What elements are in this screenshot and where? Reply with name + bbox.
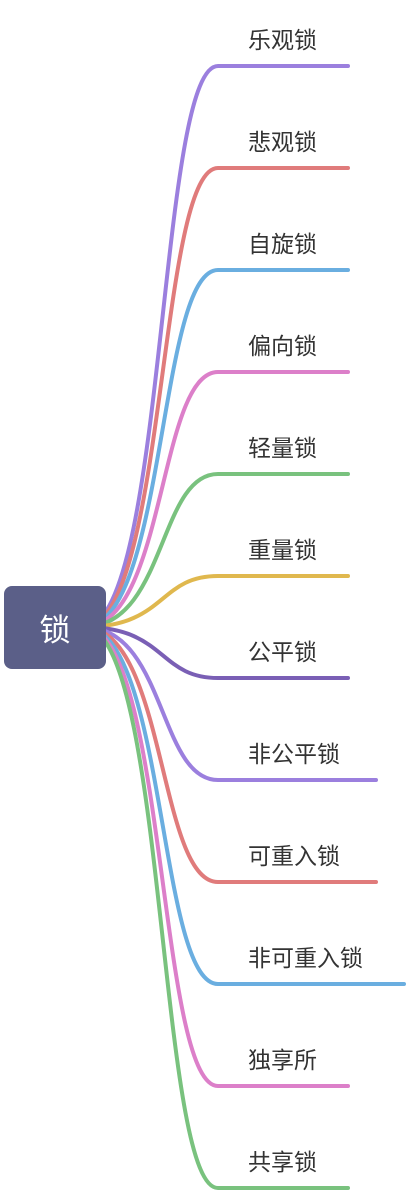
branch-connector-7 — [82, 625, 378, 782]
branch-label-optimistic-lock[interactable]: 乐观锁 — [248, 28, 317, 54]
branch-connector-10 — [82, 625, 350, 1088]
branch-connector-6 — [82, 625, 350, 680]
branch-label-spin-lock[interactable]: 自旋锁 — [248, 232, 317, 258]
branch-label-non-reentrant-lock[interactable]: 非可重入锁 — [248, 946, 363, 972]
branch-label-reentrant-lock[interactable]: 可重入锁 — [248, 844, 340, 870]
branch-connector-9 — [82, 625, 406, 986]
branch-connector-0 — [82, 64, 350, 629]
branch-connector-3 — [82, 370, 350, 629]
branch-label-heavyweight-lock[interactable]: 重量锁 — [248, 538, 317, 564]
branch-connector-1 — [82, 166, 350, 629]
branch-label-lightweight-lock[interactable]: 轻量锁 — [248, 436, 317, 462]
root-node-label: 锁 — [39, 613, 71, 649]
branch-label-unfair-lock[interactable]: 非公平锁 — [248, 742, 340, 768]
branch-label-fair-lock[interactable]: 公平锁 — [248, 640, 317, 666]
branch-connector-2 — [82, 268, 350, 629]
branch-connector-5 — [82, 574, 350, 629]
branch-label-shared-lock[interactable]: 共享锁 — [248, 1150, 317, 1176]
branch-label-pessimistic-lock[interactable]: 悲观锁 — [248, 130, 317, 156]
branch-connector-4 — [82, 472, 350, 629]
root-node[interactable]: 锁 — [4, 586, 106, 669]
branch-connector-8 — [82, 625, 378, 884]
branch-label-exclusive-lock[interactable]: 独享所 — [248, 1048, 317, 1074]
branch-label-biased-lock[interactable]: 偏向锁 — [248, 334, 317, 360]
branch-connector-11 — [82, 625, 350, 1190]
